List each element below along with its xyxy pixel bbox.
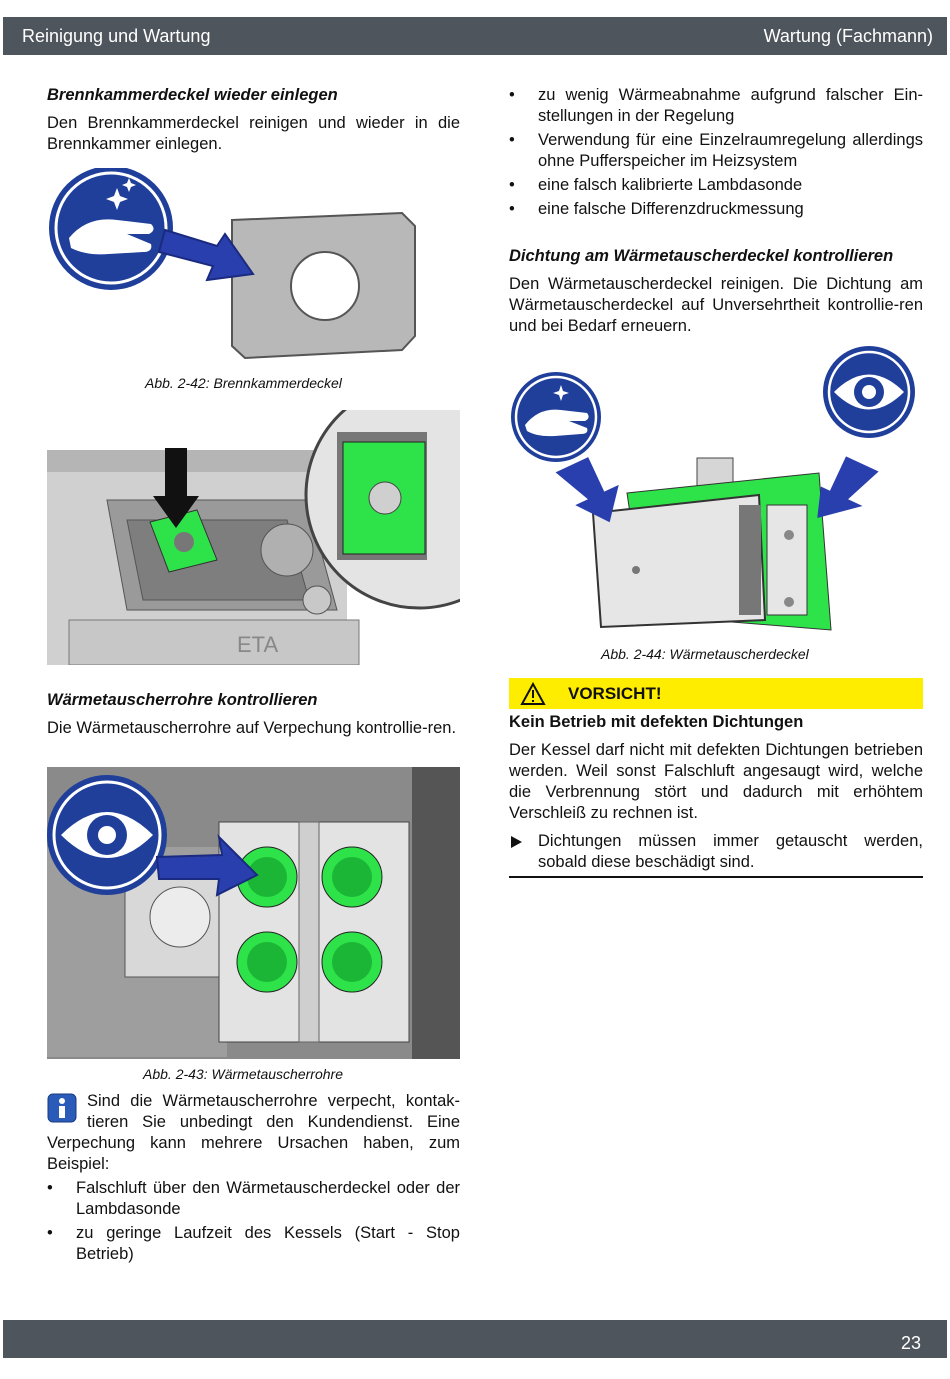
- figure-waermetauscherrohre: [47, 767, 460, 1059]
- svg-text:ETA: ETA: [237, 632, 278, 657]
- section-waermetauscherrohre: Wärmetauscherrohre kontrollieren Die Wär…: [47, 690, 460, 739]
- figure-caption: Abb. 2-44: Wärmetauscherdeckel: [601, 646, 809, 662]
- eye-icon: [823, 346, 915, 438]
- page-header: Reinigung und Wartung Wartung (Fachmann): [3, 17, 947, 55]
- section-text: Den Wärmetauscherdeckel reinigen. Die Di…: [509, 275, 923, 335]
- warning-action-text: Dichtungen müssen immer getauscht werden…: [538, 832, 923, 871]
- list-item: eine falsch kalibrierte Lambdasonde: [509, 175, 923, 196]
- figure-brennkammer-einlegen: ETA: [47, 410, 460, 665]
- warning-text: Der Kessel darf nicht mit defekten Dicht…: [509, 741, 923, 822]
- cause-list: Falschluft über den Wärmetauscherdeckel …: [47, 1178, 460, 1265]
- section-dichtung: Dichtung am Wärmetauscherdeckel kontroll…: [509, 246, 923, 337]
- right-column-top: zu wenig Wärmeabnahme aufgrund falscher …: [509, 85, 923, 223]
- page-number: 23: [900, 1333, 921, 1353]
- header-chapter-title: Wartung (Fachmann): [763, 26, 933, 46]
- info-note: Sind die Wärmetauscherrohre verpecht, ko…: [47, 1091, 460, 1268]
- section-title: Dichtung am Wärmetauscherdeckel kontroll…: [509, 247, 894, 265]
- warning-title: Kein Betrieb mit defekten Dichtungen: [509, 713, 804, 731]
- detail-inset: [304, 410, 460, 610]
- page-footer: 23: [3, 1320, 947, 1358]
- figure-caption: Abb. 2-42: Brennkammerdeckel: [145, 375, 342, 391]
- figure-caption: Abb. 2-43: Wärmetauscherrohre: [143, 1066, 343, 1082]
- list-item: Verwendung für eine Einzelraumregelung a…: [509, 130, 923, 172]
- figure-brennkammerdeckel: [47, 168, 460, 373]
- warning-action: Dichtungen müssen immer getauscht werden…: [509, 831, 923, 873]
- section-title: Brennkammerdeckel wieder einlegen: [47, 86, 338, 104]
- info-icon: [47, 1093, 77, 1123]
- header-section-title: Reinigung und Wartung: [22, 26, 211, 46]
- cause-list-continued: zu wenig Wärmeabnahme aufgrund falscher …: [509, 85, 923, 220]
- list-item: zu wenig Wärmeabnahme aufgrund falscher …: [509, 85, 923, 127]
- warning-banner: VORSICHT!: [509, 678, 923, 709]
- warning-triangle-icon: [520, 682, 546, 705]
- list-item: Falschluft über den Wärmetauscherdeckel …: [47, 1178, 460, 1220]
- section-title: Wärmetauscherrohre kontrollieren: [47, 691, 318, 709]
- section-text: Den Brennkammerdeckel reinigen und wiede…: [47, 114, 460, 153]
- cleaning-hand-icon: [511, 372, 601, 462]
- list-item: eine falsche Differenzdruckmessung: [509, 199, 923, 220]
- arrow-right-icon: [511, 836, 522, 848]
- warning-divider: [509, 876, 923, 878]
- warning-content: Kein Betrieb mit defekten Dichtungen Der…: [509, 712, 923, 873]
- info-text: Sind die Wärmetauscherrohre verpecht, ko…: [47, 1092, 460, 1173]
- list-item: zu geringe Laufzeit des Kessels (Start -…: [47, 1223, 460, 1265]
- warning-label: VORSICHT!: [568, 684, 662, 703]
- figure-waermetauscherdeckel: [509, 345, 923, 640]
- section-text: Die Wärmetauscherrohre auf Verpechung ko…: [47, 719, 457, 737]
- section-brennkammerdeckel: Brennkammerdeckel wieder einlegen Den Br…: [47, 85, 460, 155]
- eye-icon: [47, 775, 167, 895]
- cleaning-hand-icon: [49, 168, 173, 290]
